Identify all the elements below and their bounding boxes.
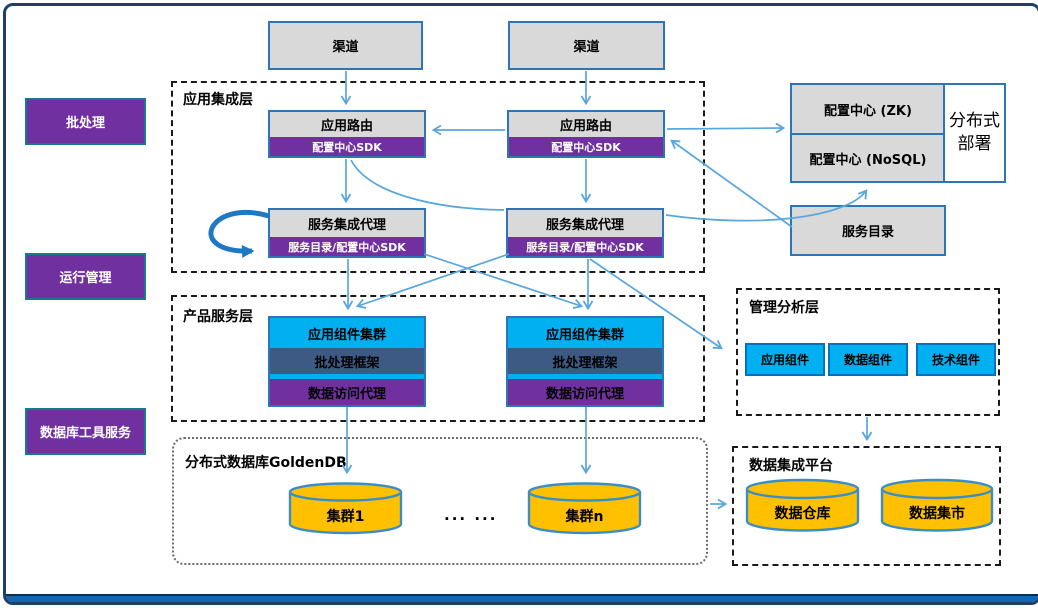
stack-right-framework: 批处理框架: [508, 348, 662, 374]
integration-layer-title: 应用集成层: [183, 92, 253, 108]
config-center-zk: 配置中心 (ZK): [790, 83, 946, 135]
data-platform-box: [732, 446, 1001, 566]
app-router-right: 应用路由 配置中心SDK: [507, 110, 665, 158]
app-router-left: 应用路由 配置中心SDK: [268, 110, 426, 158]
stack-left-divider: [270, 374, 424, 379]
data-platform-title: 数据集成平台: [749, 458, 833, 474]
app-router-right-title: 应用路由: [559, 119, 612, 134]
tag-batch-processing: 批处理: [25, 98, 146, 145]
analysis-layer-title: 管理分析层: [749, 300, 819, 316]
goldendb-box: [172, 437, 708, 565]
analysis-layer-box: [736, 288, 1000, 416]
component-cluster-stack-right: 应用组件集群 批处理框架 数据访问代理: [506, 316, 664, 407]
app-router-right-sdk: 配置中心SDK: [509, 137, 663, 156]
app-router-left-title: 应用路由: [320, 119, 373, 134]
stack-left-proxy: 数据访问代理: [270, 379, 424, 405]
clusters-ellipsis: ... ...: [444, 506, 498, 524]
service-agent-left-title: 服务集成代理: [307, 218, 386, 233]
service-agent-right-title: 服务集成代理: [545, 218, 624, 233]
stack-right-divider: [508, 374, 662, 379]
service-agent-right: 服务集成代理 服务目录/配置中心SDK: [506, 208, 664, 258]
product-layer-title: 产品服务层: [183, 309, 253, 325]
analysis-component-app: 应用组件: [745, 343, 825, 376]
service-agent-left: 服务集成代理 服务目录/配置中心SDK: [268, 208, 426, 258]
frame-bottom-bar: [6, 594, 1038, 602]
channel-right: 渠道: [508, 21, 665, 70]
distributed-deploy-box: 分布式部署: [943, 83, 1006, 183]
goldendb-title: 分布式数据库GoldenDB: [185, 455, 347, 471]
stack-left-framework: 批处理框架: [270, 348, 424, 374]
app-router-left-sdk: 配置中心SDK: [270, 137, 424, 156]
component-cluster-stack-left: 应用组件集群 批处理框架 数据访问代理: [268, 316, 426, 407]
service-agent-left-sdk: 服务目录/配置中心SDK: [270, 237, 424, 256]
analysis-component-data: 数据组件: [828, 343, 908, 376]
service-catalog: 服务目录: [790, 205, 946, 256]
stack-right-cluster: 应用组件集群: [508, 318, 662, 348]
diagram-frame: 应用集成层 产品服务层 管理分析层 分布式数据库GoldenDB 数据集成平台 …: [3, 3, 1038, 605]
tag-database-tool-service: 数据库工具服务: [25, 408, 146, 455]
stack-left-cluster: 应用组件集群: [270, 318, 424, 348]
channel-left: 渠道: [268, 21, 423, 70]
service-agent-right-sdk: 服务目录/配置中心SDK: [508, 237, 662, 256]
analysis-component-tech: 技术组件: [916, 343, 996, 376]
tag-operations-management: 运行管理: [25, 253, 146, 300]
config-center-nosql: 配置中心 (NoSQL): [790, 133, 946, 183]
stack-right-proxy: 数据访问代理: [508, 379, 662, 405]
